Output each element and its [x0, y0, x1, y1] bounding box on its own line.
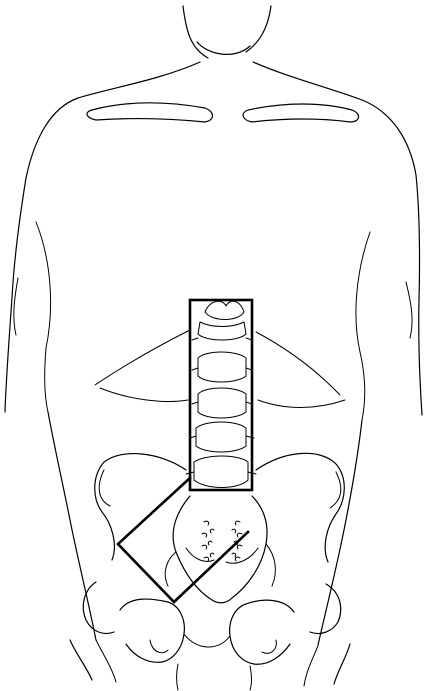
torso-outline [5, 62, 422, 645]
pelvic-field-rectangle [118, 478, 248, 602]
rib-margin [95, 330, 345, 408]
vertebra-5 [194, 456, 248, 488]
vertebra-3 [198, 388, 246, 418]
clavicles [87, 103, 359, 122]
vertebra-2 [198, 352, 246, 382]
lumbar-spine [186, 301, 256, 487]
neck-outline [183, 6, 271, 58]
vertebra-4 [196, 422, 246, 452]
vertebra-1 [198, 322, 246, 340]
vertebra-top [205, 301, 244, 319]
